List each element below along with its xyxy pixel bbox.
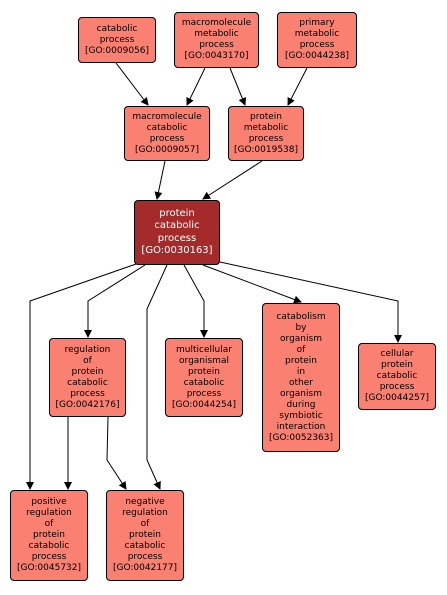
node-label-line: [GO:0044238] xyxy=(284,51,350,61)
node-label-line: process xyxy=(157,232,197,244)
node-label-line: regulation xyxy=(122,508,168,518)
node-label-line: protein xyxy=(71,366,104,377)
node-label-line: multicellular xyxy=(176,344,232,355)
edge-go0009056-to-go0009057 xyxy=(115,62,149,106)
node-label-line: interaction xyxy=(276,421,326,432)
node-label-line: metabolic xyxy=(194,29,239,39)
node-label-line: protein xyxy=(381,360,413,370)
edge-go0030163-to-go0042176 xyxy=(84,264,146,338)
edge-go0042176-to-go0042177 xyxy=(106,416,127,490)
node-label-line: macromolecule xyxy=(132,111,202,122)
node-label-line: metabolic xyxy=(294,29,340,39)
node-label-line: catabolic xyxy=(96,23,138,34)
node-label-line: macromolecule xyxy=(181,18,252,28)
node-label-line: negative xyxy=(125,497,165,507)
node-label-line: protein xyxy=(188,366,220,377)
node-label-line: catabolic xyxy=(67,377,108,388)
node-label-line: process xyxy=(31,552,67,562)
node-label-line: regulation xyxy=(64,344,111,355)
edge-go0009057-to-go0030163 xyxy=(154,160,166,200)
node-label-line: [GO:0042176] xyxy=(55,399,120,410)
node-label-line: protein xyxy=(33,530,65,540)
node-label-line: primary xyxy=(299,18,335,28)
node-label-line: process xyxy=(70,388,105,399)
node-label-line: process xyxy=(248,133,284,144)
node-label-line: organism xyxy=(280,388,322,399)
edge-go0043170-to-go0009057 xyxy=(186,67,206,106)
node-label-line: [GO:0045732] xyxy=(16,563,82,573)
node-label-line: cellular xyxy=(380,349,414,359)
node-label-line: protein xyxy=(159,207,195,219)
node-label-line: process xyxy=(127,552,163,562)
node-label-line: organismal xyxy=(179,355,229,366)
edge-go0043170-to-go0019538 xyxy=(229,67,247,106)
node-label-line: process xyxy=(149,133,185,144)
node-label-line: positive xyxy=(31,497,67,507)
node-label-line: other xyxy=(289,377,313,388)
node-label-line: [GO:0019538] xyxy=(233,144,299,155)
edge-go0019538-to-go0030163 xyxy=(202,160,263,200)
node-label-line: [GO:0009056] xyxy=(84,45,150,56)
node-label-line: of xyxy=(83,355,92,366)
node-label-line: [GO:0043170] xyxy=(184,51,249,61)
node-label-line: catabolic xyxy=(376,371,418,381)
node-label-line: catabolism xyxy=(276,311,326,322)
edge-go0030163-to-go0042177 xyxy=(146,264,168,490)
node-label-line: process xyxy=(199,40,234,50)
node-label-line: [GO:0052363] xyxy=(268,432,334,443)
edge-go0030163-to-go0045732 xyxy=(26,262,140,490)
node-label-line: catabolic xyxy=(183,377,225,388)
node-label-line: of xyxy=(140,519,150,529)
node-label-line: catabolic xyxy=(28,541,70,551)
edge-go0030163-to-go0044254 xyxy=(183,264,208,338)
node-label-line: protein xyxy=(250,111,282,122)
edge-go0030163-to-go0044257 xyxy=(219,261,402,343)
node-label-line: in xyxy=(296,366,306,377)
node-label-line: of xyxy=(44,519,54,529)
node-label-line: catabolic xyxy=(154,220,200,231)
node-label-line: metabolic xyxy=(243,122,289,133)
node-label-line: by xyxy=(295,322,307,333)
node-label-line: protein xyxy=(285,355,317,366)
node-label-line: process xyxy=(299,40,335,50)
node-label-line: process xyxy=(186,388,222,399)
edge-go0044238-to-go0019538 xyxy=(287,67,308,106)
edge-go0030163-to-go0052363 xyxy=(202,264,302,304)
node-label-line: [GO:0030163] xyxy=(141,245,213,256)
node-label-line: process xyxy=(99,34,135,45)
node-label-line: symbiotic xyxy=(279,410,323,421)
node-label-line: [GO:0044254] xyxy=(171,399,237,410)
node-label-line: of xyxy=(296,344,306,355)
node-label-line: [GO:0044257] xyxy=(364,393,430,403)
node-label-line: organism xyxy=(280,333,322,344)
node-label-line: protein xyxy=(129,530,161,540)
node-label-line: catabolic xyxy=(124,541,166,551)
node-label-line: [GO:0009057] xyxy=(134,144,200,155)
node-label-line: regulation xyxy=(26,508,72,518)
node-label-line: [GO:0042177] xyxy=(112,563,178,573)
node-label-line: process xyxy=(379,382,415,392)
node-label-line: catabolic xyxy=(146,122,188,133)
node-label-line: during xyxy=(286,399,316,410)
